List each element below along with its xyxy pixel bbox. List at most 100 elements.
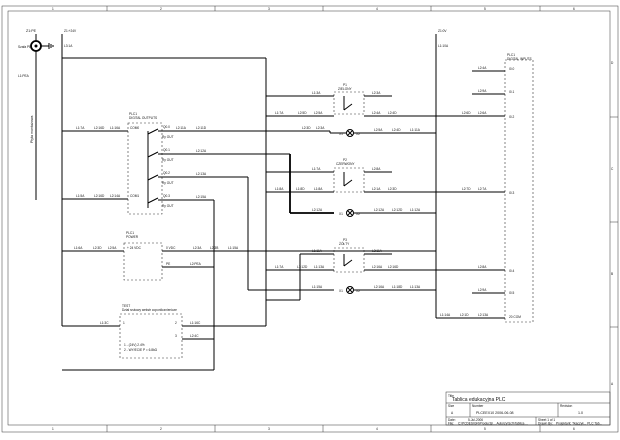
plc-do-title: PLC1 [129, 112, 137, 116]
col-top-6: 6 [573, 7, 575, 11]
p2-color: CZERWONY [336, 162, 355, 166]
p3-lamp-wire-1: L1:15A [312, 285, 323, 289]
test-note-1: 1 - (24V) 2.4% [124, 343, 145, 347]
plc-do-subtitle: DIGITAL OUTPUTS [129, 116, 157, 120]
di-com-wire-2: L2:1D [460, 313, 469, 317]
col-bottom-2: 2 [160, 427, 162, 431]
p1-top-wire-2: L2:3A [372, 91, 381, 95]
plc-do-box [127, 122, 163, 215]
di-i02-wire-2: L2:6A [478, 111, 487, 115]
plc-di-box [504, 59, 534, 323]
p2-left-wire-2: L1:8D [296, 187, 305, 191]
power-pe-wire: L2:PEA [190, 262, 202, 266]
title-text: Tablica edukacyjna PLC [452, 397, 506, 403]
p3-lamp-icon [346, 286, 354, 294]
plc-power-zero: 0 VDC [166, 246, 176, 250]
test-subtitle: Dział rzutowy wekstr coponlicznienicze [122, 308, 177, 312]
test-right-wire-2: L2:4C [190, 334, 199, 338]
title-label: Title [448, 394, 454, 398]
drawn-label: Drawn By: [538, 422, 553, 426]
frame-zones [106, 6, 618, 432]
v24-wire-label: L3:1A [64, 44, 73, 48]
sheet-value: Sheet 1 of 1 [538, 418, 555, 422]
p3-lamp-right-3: L1:13A [410, 285, 421, 289]
p2-top-wire-2: L2:8A [372, 167, 381, 171]
di-i02-wire-1: L2:6D [462, 111, 471, 115]
plc-do-com1: COM1 [130, 194, 139, 198]
earth-icon [41, 43, 54, 49]
earth-label: Szafa PE [18, 45, 31, 49]
test-pin3: 3 [175, 334, 177, 338]
date-label: Date: [448, 418, 456, 422]
number-label: Number [472, 404, 484, 408]
q00-wire-1: L2:11A [176, 126, 187, 130]
col-top-1: 1 [52, 7, 54, 11]
q00-sub: Ry OUT [162, 135, 174, 139]
file-label: File: [448, 422, 454, 426]
q01-sub: Ry OUT [162, 158, 174, 162]
q02-sub: Ry OUT [162, 181, 174, 185]
col-top-3: 3 [268, 7, 270, 11]
di-i03-wire-2: L2:7A [478, 187, 487, 191]
p2-name: P2 [343, 158, 347, 162]
p3-lamp: X1 [339, 289, 343, 293]
p3-color: ŻÓŁTY [339, 241, 350, 246]
p2-lamp-right-1: L2:12A [374, 208, 385, 212]
test-title: TEST [122, 304, 130, 308]
p3-name: P3 [343, 238, 347, 242]
plc-do-com0: COM0 [130, 126, 139, 130]
v0-supply-label: Z1:0V [438, 29, 447, 33]
row-right-c: C [611, 167, 614, 171]
test-pin1: 1 [123, 321, 125, 325]
power-plus-wire-3: L2:5A [108, 246, 117, 250]
test-right-wire-1: L1:16C [190, 321, 201, 325]
p2-lamp-right-2: L2:12D [392, 208, 403, 212]
p2-lamp-icon [346, 209, 354, 217]
plc-power-subtitle: POWER [126, 235, 139, 239]
di-com: 20 COM [509, 315, 521, 319]
p1-lamp-right-2: L2:4D [392, 128, 401, 132]
row-right-a: A [611, 382, 614, 386]
q03-sub: Ry OUT [162, 204, 174, 208]
p1-name: P1 [343, 83, 347, 87]
col-bottom-1: 1 [52, 427, 54, 431]
col-bottom-5: 5 [484, 427, 486, 431]
title-block [445, 391, 611, 426]
q02-id: Q0.2 [163, 171, 170, 175]
pe-terminal-dot [34, 44, 38, 48]
col-top-4: 4 [376, 7, 378, 11]
test-note-2: 2 - WY/ECIE P = 6.8kΩ [124, 348, 158, 352]
date-value: 5-Jul-2006 [468, 418, 483, 422]
p2-coil: X2 [356, 212, 360, 216]
q02-wire-1: L2:13A [196, 172, 207, 176]
v0-wire-label: L1:10A [438, 44, 449, 48]
com1-wire-1: L1:5A [76, 194, 85, 198]
di-i04-wire: L2:8A [478, 265, 487, 269]
com0-wire-2: L2:16D [94, 126, 105, 130]
mounting-plate-label: Płyta montażowa [30, 116, 34, 143]
p3-left-wire-3: L1:13A [314, 265, 325, 269]
p1-lamp-wire-2: L2:3A [316, 126, 325, 130]
plc-do-contacts [147, 128, 172, 208]
p3-top-wire-2: L2:11A [372, 249, 383, 253]
p1-lamp-wire-1: L2:3D [302, 126, 311, 130]
p2-lamp: X1 [339, 212, 343, 216]
p3-left-wire-2: L1:12D [297, 265, 308, 269]
p3-right-wire-2: L2:16D [388, 265, 399, 269]
number-value: PLCEEX10 2006-06-08 [476, 411, 514, 415]
revision-value: 1.0 [578, 411, 583, 415]
power-zero-wire-1: L2:3A [193, 246, 202, 250]
q03-wire-1: L2:15A [196, 195, 207, 199]
col-bottom-3: 3 [268, 427, 270, 431]
p1-lamp-right-3: L1:11A [410, 128, 421, 132]
drawn-value: Projektant: Tkaczyk... PLC Tab... [556, 422, 602, 426]
p2-contact [343, 172, 353, 187]
p1-top-wire-1: L1:3A [312, 91, 321, 95]
p3-coil: X2 [356, 289, 360, 293]
plc-di-title: PLC1 [507, 53, 515, 57]
pe-supply-label: Z1:PE [26, 29, 37, 33]
sheet-border [1, 5, 619, 433]
com0-wire-3: L1:16A [110, 126, 121, 130]
com0-wire-1: L1:7A [76, 126, 85, 130]
p1-left-wire-1: L1:7A [275, 111, 284, 115]
